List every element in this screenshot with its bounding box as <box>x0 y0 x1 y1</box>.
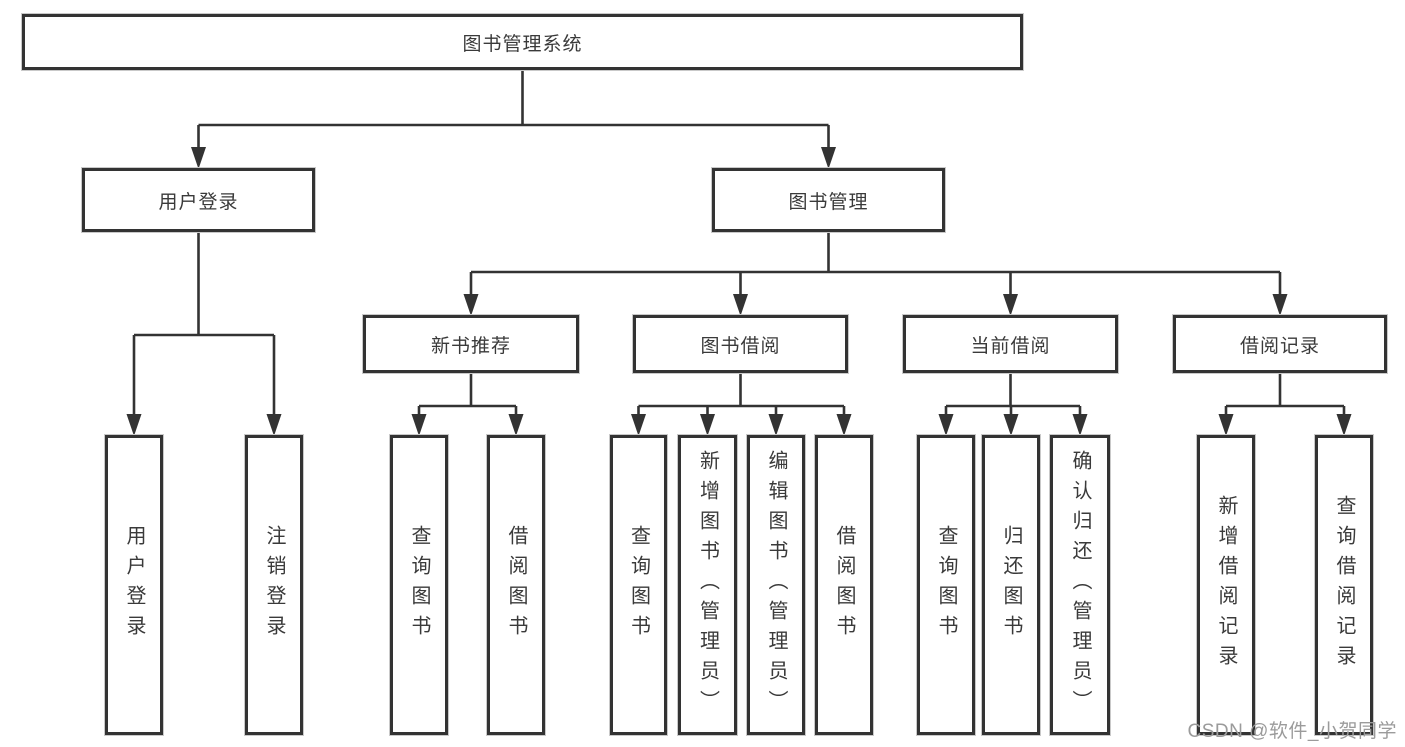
connector-arrow <box>1272 294 1288 316</box>
connector-arrow <box>1218 414 1234 436</box>
connector-arrow <box>836 414 852 436</box>
connector-arrow <box>463 294 479 316</box>
tree-node-leaf-return-book: 归还图书 <box>982 435 1040 735</box>
node-label: 当前借阅 <box>970 335 1051 357</box>
node-label: 图书借阅 <box>700 335 781 357</box>
node-label: 编辑图书（管理员） <box>765 450 787 720</box>
node-label: 归还图书 <box>1000 525 1022 645</box>
tree-node-root: 图书管理系统 <box>22 14 1023 70</box>
tree-node-leaf-user-login: 用户登录 <box>105 435 163 735</box>
watermark-text: CSDN @软件_小贺同学 <box>1187 721 1397 742</box>
tree-node-leaf-add-book: 新增图书（管理员） <box>678 435 737 735</box>
connector-arrow <box>1003 294 1018 316</box>
node-label: 借阅图书 <box>505 525 527 645</box>
tree-node-leaf-add-borrow-record: 新增借阅记录 <box>1197 435 1255 735</box>
node-label: 查询图书 <box>935 525 957 645</box>
connector-arrow <box>631 414 646 436</box>
connector-arrow <box>821 147 836 169</box>
connector-arrow <box>508 414 524 436</box>
node-label: 确认归还（管理员） <box>1069 450 1091 720</box>
tree-node-leaf-logout: 注销登录 <box>245 435 303 735</box>
node-label: 用户登录 <box>158 191 239 213</box>
tree-node-leaf-edit-book: 编辑图书（管理员） <box>747 435 805 735</box>
connector-arrow <box>700 414 715 436</box>
tree-node-book-mgmt: 图书管理 <box>712 168 945 232</box>
connector-arrow <box>126 414 142 436</box>
tree-node-leaf-query-book-1: 查询图书 <box>390 435 448 735</box>
tree-node-leaf-borrow-book-2: 借阅图书 <box>815 435 873 735</box>
connector-arrow <box>1336 414 1352 436</box>
node-label: 注销登录 <box>263 525 285 645</box>
node-label: 新书推荐 <box>430 335 511 357</box>
node-label: 新增图书（管理员） <box>696 450 719 720</box>
connector-arrow <box>1003 414 1019 436</box>
connector-arrow <box>938 414 954 436</box>
tree-node-user-login: 用户登录 <box>82 168 315 232</box>
connector-arrow <box>266 414 282 436</box>
node-label: 用户登录 <box>123 525 145 645</box>
connector-arrow <box>733 294 748 316</box>
node-label: 查询借阅记录 <box>1333 495 1355 675</box>
connector-arrow <box>1072 414 1088 436</box>
tree-node-current-borrow: 当前借阅 <box>903 315 1118 373</box>
connector-arrow <box>411 414 427 436</box>
tree-node-leaf-confirm-return: 确认归还（管理员） <box>1050 435 1110 735</box>
node-label: 新增借阅记录 <box>1215 495 1237 675</box>
tree-node-leaf-query-book-3: 查询图书 <box>917 435 975 735</box>
node-label: 查询图书 <box>408 525 430 645</box>
node-label: 借阅记录 <box>1239 335 1320 357</box>
node-label: 图书管理系统 <box>462 33 583 55</box>
tree-node-leaf-query-book-2: 查询图书 <box>610 435 667 735</box>
node-label: 借阅图书 <box>833 525 855 645</box>
tree-node-new-book-rec: 新书推荐 <box>363 315 579 373</box>
tree-node-borrow-record: 借阅记录 <box>1173 315 1387 373</box>
connector-arrow <box>768 414 784 436</box>
node-label: 图书管理 <box>788 191 869 213</box>
connector-arrow <box>191 147 206 169</box>
tree-node-leaf-query-borrow-record: 查询借阅记录 <box>1315 435 1373 735</box>
tree-node-book-borrow: 图书借阅 <box>633 315 848 373</box>
node-label: 查询图书 <box>627 525 650 645</box>
tree-node-leaf-borrow-book-1: 借阅图书 <box>487 435 545 735</box>
